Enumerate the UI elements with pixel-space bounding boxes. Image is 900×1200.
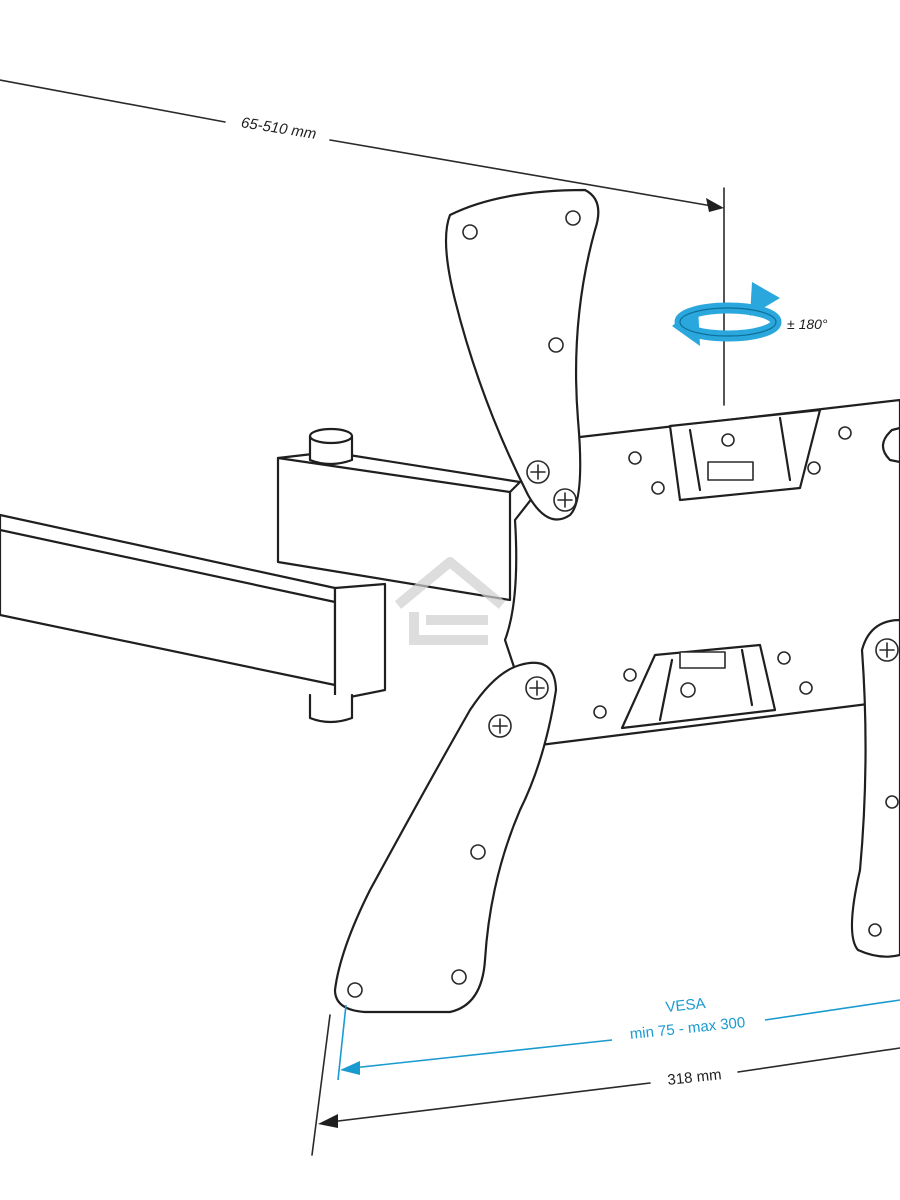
arm-extension-label: 65-510 mm	[240, 114, 318, 143]
wall-arm	[0, 427, 522, 724]
vesa-extension-line	[337, 1004, 347, 1081]
arm-extension-dimension: 65-510 mm	[0, 79, 725, 406]
plate-width-label: 318 mm	[667, 1066, 723, 1089]
vesa-arm-right	[850, 618, 900, 958]
width-dimension-line-left	[329, 1082, 651, 1123]
vesa-range-label: min 75 - max 300	[629, 1014, 746, 1043]
vesa-dimension-line-left	[351, 1039, 613, 1069]
vesa-title: VESA	[665, 995, 707, 1016]
swivel-arrow-icon	[672, 282, 782, 346]
dimension-arrowhead	[706, 198, 724, 212]
swivel-label: ± 180°	[787, 316, 828, 332]
width-dimension-line-right	[737, 1047, 900, 1073]
plate-width-dimension: 318 mm	[311, 1014, 900, 1156]
dimension-line-right	[329, 139, 713, 207]
width-extension-line	[311, 1014, 331, 1156]
vesa-arm-lower-left	[333, 661, 558, 1014]
width-arrowhead	[318, 1114, 338, 1128]
dimension-line-left	[0, 79, 226, 123]
house-logo-icon	[394, 557, 506, 645]
mounting-plate	[503, 398, 900, 747]
vesa-dimension-line-right	[764, 999, 900, 1021]
vesa-arm-upper-left	[444, 188, 600, 521]
vesa-arrowhead	[340, 1061, 360, 1075]
